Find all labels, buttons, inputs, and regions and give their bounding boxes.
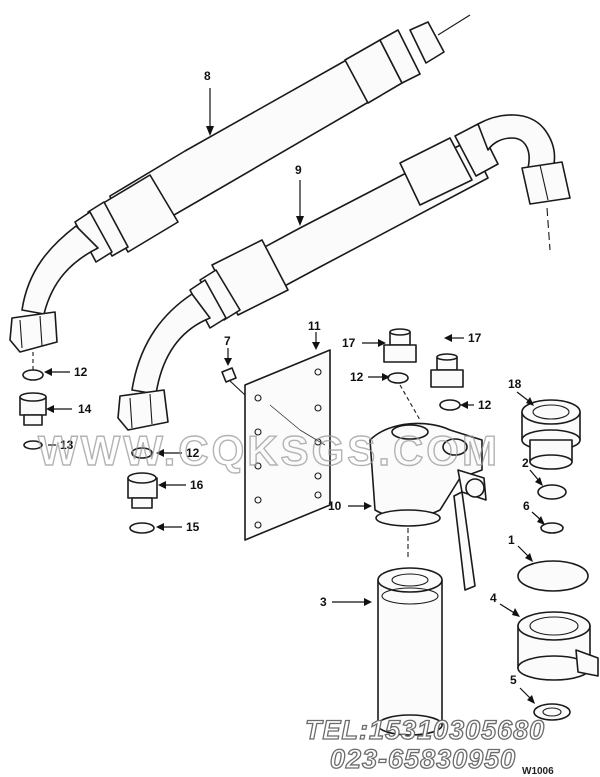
watermark-text: WWW.CQKSGS.COM	[38, 427, 500, 474]
svg-text:12: 12	[74, 365, 88, 379]
svg-text:17: 17	[468, 331, 482, 345]
callout-6: 6	[523, 499, 545, 525]
svg-text:16: 16	[190, 478, 204, 492]
callout-7: 7	[224, 334, 232, 366]
callout-13: 13	[48, 438, 74, 452]
svg-text:3: 3	[320, 595, 327, 609]
svg-text:11: 11	[308, 319, 321, 333]
contact-tel: TEL:15310305680	[305, 715, 545, 745]
o-ring-6	[540, 522, 564, 534]
callout-15: 15	[156, 520, 200, 534]
gasket-1	[517, 560, 589, 592]
adapter-17-right	[430, 353, 464, 411]
callout-8: 8	[204, 69, 214, 136]
hose-assembly-9	[117, 114, 571, 431]
callout-18: 18	[508, 377, 534, 406]
svg-text:12: 12	[350, 370, 364, 384]
callout-17b: 17	[444, 331, 482, 345]
callout-2: 2	[522, 456, 543, 486]
callout-12c: 12	[350, 370, 390, 384]
svg-text:6: 6	[523, 499, 530, 513]
callout-12b: 12	[156, 446, 200, 460]
middle-fittings-column	[127, 447, 158, 534]
adapter-17-left	[383, 328, 421, 421]
svg-text:8: 8	[204, 69, 211, 83]
callout-12a: 12	[44, 365, 88, 379]
callout-5: 5	[510, 673, 535, 704]
cap-18	[521, 399, 581, 470]
svg-text:10: 10	[328, 499, 342, 513]
callout-3: 3	[320, 595, 372, 609]
svg-text:12: 12	[186, 446, 200, 460]
bolt-7	[221, 367, 246, 396]
svg-text:13: 13	[60, 438, 74, 452]
filter-head-10	[369, 422, 487, 591]
svg-text:17: 17	[342, 336, 356, 350]
svg-text:4: 4	[490, 591, 497, 605]
callout-11: 11	[308, 319, 321, 350]
svg-text:1: 1	[508, 533, 515, 547]
filter-cartridge-3	[377, 567, 443, 736]
svg-text:14: 14	[78, 402, 92, 416]
callout-12d: 12	[460, 398, 492, 412]
svg-text:2: 2	[522, 456, 529, 470]
svg-text:5: 5	[510, 673, 517, 687]
callout-10: 10	[328, 499, 372, 513]
seal-ring-2	[537, 484, 567, 500]
housing-4	[517, 611, 599, 681]
svg-text:18: 18	[508, 377, 522, 391]
callout-14: 14	[46, 402, 92, 416]
callout-1: 1	[508, 533, 533, 562]
svg-text:12: 12	[478, 398, 492, 412]
callout-17a: 17	[342, 336, 386, 350]
left-fittings-column	[19, 352, 47, 450]
drawing-reference-id: W1006	[522, 766, 554, 777]
callout-16: 16	[158, 478, 204, 492]
callout-4: 4	[490, 591, 520, 617]
svg-text:15: 15	[186, 520, 200, 534]
contact-phone: 023-65830950	[330, 744, 516, 774]
mounting-plate-11	[244, 349, 331, 541]
callout-9: 9	[295, 163, 304, 226]
svg-text:7: 7	[224, 334, 231, 348]
washer-5	[533, 703, 571, 721]
svg-text:9: 9	[295, 163, 302, 177]
hose-assembly-8	[9, 14, 471, 353]
